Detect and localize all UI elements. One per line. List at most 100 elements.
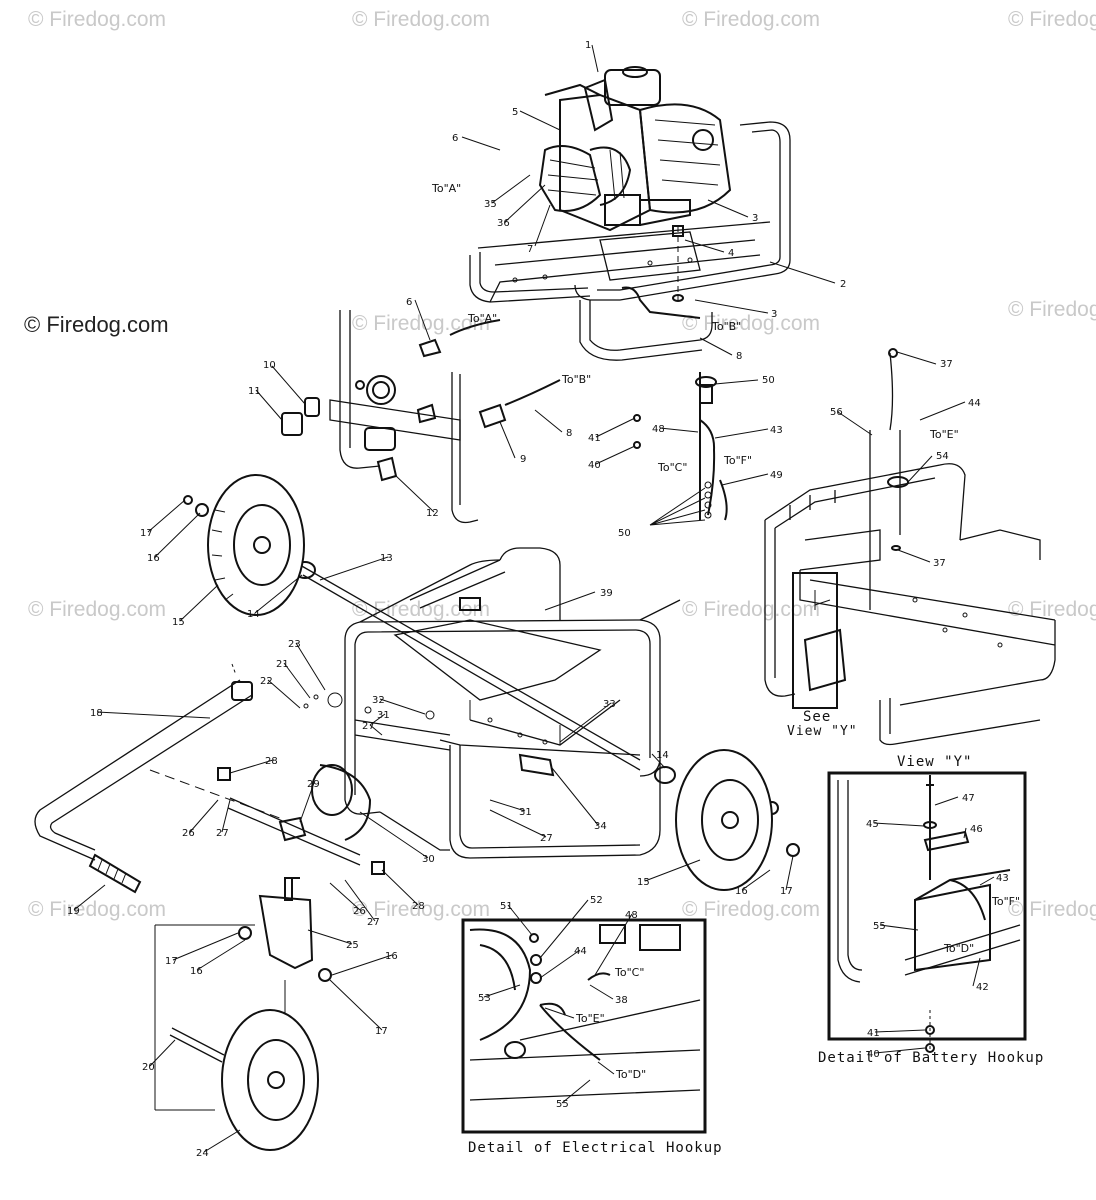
part-callout: 14	[247, 609, 260, 620]
electrical-detail	[469, 924, 701, 1101]
part-callout: 9	[520, 454, 526, 465]
part-callout: 34	[594, 821, 607, 832]
top-frame	[469, 121, 791, 361]
main-frame	[344, 547, 681, 859]
part-callout: 28	[412, 901, 425, 912]
part-callout: 27	[362, 721, 375, 732]
watermark: © Firedog.com	[1008, 898, 1096, 921]
wheel-front	[221, 1009, 319, 1151]
part-callout: 3	[771, 309, 777, 320]
callout-labels: 156To"A"353673423To"B"86To"A"To"B"101189…	[67, 40, 1020, 1159]
part-callout: 16	[190, 966, 203, 977]
engine-assembly	[538, 66, 732, 232]
view-y-frame	[764, 348, 1056, 746]
part-callout: 15	[637, 877, 650, 888]
part-callout: 40	[867, 1049, 880, 1060]
part-callout: 10	[263, 360, 276, 371]
part-callout: To"E"	[929, 428, 959, 441]
part-callout: 41	[588, 433, 601, 444]
part-callout: 17	[165, 956, 178, 967]
part-callout: 8	[736, 351, 742, 362]
part-callout: 54	[936, 451, 949, 462]
part-callout: 30	[422, 854, 435, 865]
part-callout: 20	[142, 1062, 155, 1073]
handle-assembly	[34, 663, 385, 894]
caster-assembly	[154, 877, 332, 1111]
part-callout: To"F"	[991, 895, 1020, 908]
wheel-right-rear	[675, 749, 773, 891]
part-callout: 13	[380, 553, 393, 564]
part-callout: To"C"	[657, 461, 687, 474]
part-callout: 46	[970, 824, 983, 835]
battery-detail-box	[827, 771, 1027, 1041]
part-callout: 41	[867, 1028, 880, 1039]
part-callout: To"D"	[615, 1068, 646, 1081]
watermark: © Firedog.com	[682, 898, 821, 921]
part-callout: 37	[940, 359, 953, 370]
part-callout: 31	[377, 710, 390, 721]
part-callout: 31	[519, 807, 532, 818]
part-callout: 21	[276, 659, 289, 670]
part-callout: 27	[216, 828, 229, 839]
part-callout: 1	[585, 40, 591, 51]
part-callout: 56	[830, 407, 843, 418]
part-callout: To"A"	[431, 182, 461, 195]
part-callout: 49	[770, 470, 783, 481]
watermark: © Firedog.com	[1008, 598, 1096, 621]
part-callout: 18	[90, 708, 103, 719]
part-callout: 40	[588, 460, 601, 471]
part-callout: 29	[307, 779, 320, 790]
part-callout: 32	[372, 695, 385, 706]
part-callout: 28	[265, 756, 278, 767]
watermark: © Firedog.com	[352, 312, 491, 335]
part-callout: 2	[840, 279, 846, 290]
part-callout: 17	[375, 1026, 388, 1037]
control-panel	[281, 310, 561, 524]
part-callout: 6	[452, 133, 458, 144]
part-callout: 38	[615, 995, 628, 1006]
part-callout: 23	[288, 639, 301, 650]
battery-cable-assembly	[633, 372, 728, 526]
part-callout: 6	[406, 297, 412, 308]
part-callout: 16	[147, 553, 160, 564]
part-callout: 4	[728, 248, 734, 259]
battery-detail	[837, 775, 1021, 1053]
part-callout: 44	[968, 398, 981, 409]
part-callout: 25	[346, 940, 359, 951]
part-callout: 36	[497, 218, 510, 229]
watermark: © Firedog.com	[1008, 8, 1096, 31]
watermark: © Firedog.com	[682, 598, 821, 621]
caption-battery-hookup: Detail of Battery Hookup	[818, 1050, 1045, 1066]
part-callout: To"C"	[614, 966, 644, 979]
watermark: © Firedog.com	[682, 312, 821, 335]
part-callout: 12	[426, 508, 439, 519]
part-callout: 55	[873, 921, 886, 932]
part-callout: 35	[484, 199, 497, 210]
part-callout: 33	[603, 699, 616, 710]
watermark: © Firedog.com	[1008, 298, 1096, 321]
part-callout: 15	[172, 617, 185, 628]
part-callout: 8	[566, 428, 572, 439]
part-callout: 16	[385, 951, 398, 962]
watermark: © Firedog.com	[682, 8, 821, 31]
part-callout: To"B"	[711, 320, 741, 333]
watermark: © Firedog.com	[352, 8, 491, 31]
caption-view-y-ref: View "Y"	[787, 724, 858, 739]
part-callout: 22	[260, 676, 273, 687]
part-callout: To"F"	[723, 454, 752, 467]
part-callout: 50	[618, 528, 631, 539]
part-callout: 47	[962, 793, 975, 804]
part-callout: 42	[976, 982, 989, 993]
caption-electrical-hookup: Detail of Electrical Hookup	[468, 1140, 723, 1156]
part-callout: To"E"	[575, 1012, 605, 1025]
part-callout: 27	[367, 917, 380, 928]
part-callout: 27	[540, 833, 553, 844]
part-callout: 17	[780, 886, 793, 897]
part-callout: 17	[140, 528, 153, 539]
part-callout: 37	[933, 558, 946, 569]
part-callout: 43	[770, 425, 783, 436]
caption-view-y-title: View "Y"	[897, 754, 973, 770]
watermark: © Firedog.com	[28, 898, 167, 921]
part-callout: 44	[574, 946, 587, 957]
